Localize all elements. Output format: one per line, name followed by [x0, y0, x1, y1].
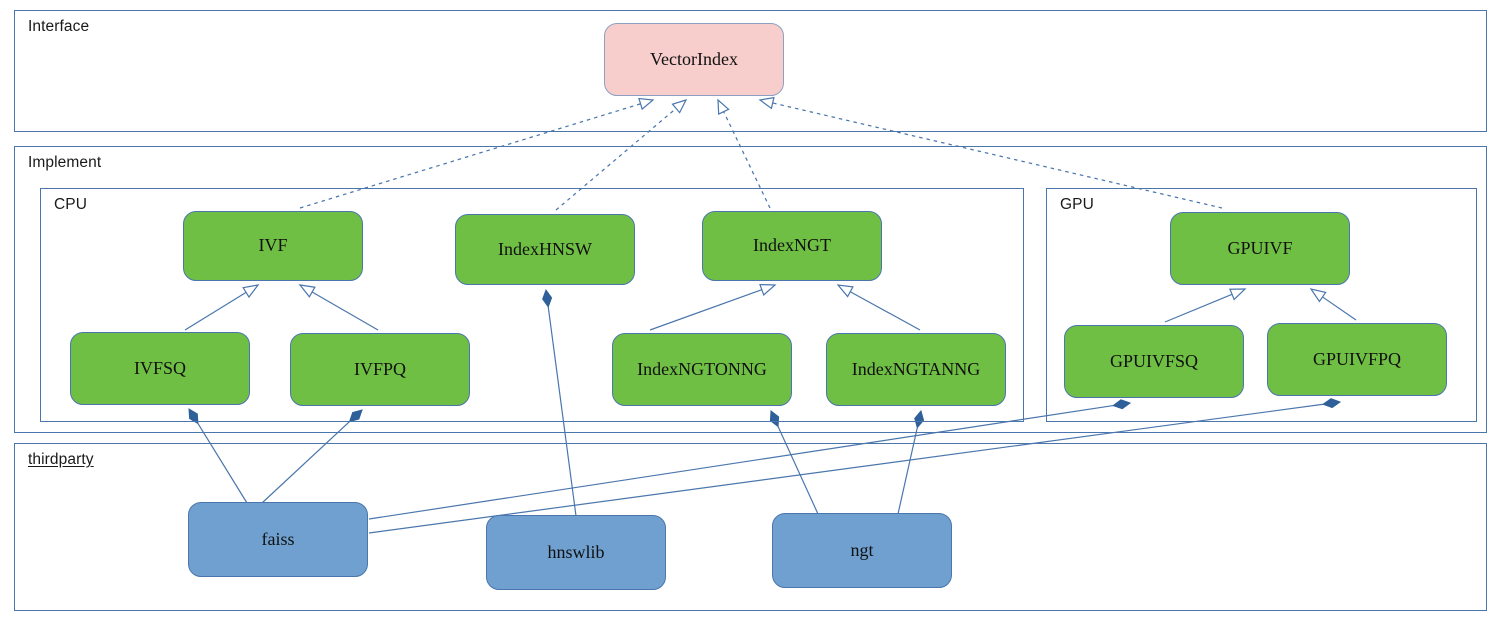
node-gpuivf[interactable]: GPUIVF: [1170, 212, 1350, 285]
group-label-interface: Interface: [28, 18, 90, 35]
group-interface: [14, 10, 1487, 132]
node-label: IVFPQ: [353, 358, 406, 379]
node-label: faiss: [261, 528, 295, 549]
group-label-thirdparty: thirdparty: [28, 451, 94, 468]
group-label-gpu: GPU: [1060, 196, 1094, 213]
node-gpuivfpq[interactable]: GPUIVFPQ: [1267, 323, 1447, 396]
group-label-implement: Implement: [28, 154, 102, 171]
node-label: IndexNGTANNG: [851, 358, 981, 379]
node-hnswlib[interactable]: hnswlib: [486, 515, 666, 590]
group-implement: [14, 146, 1487, 433]
node-label: IndexNGTONNG: [637, 358, 767, 379]
node-indexngtonng[interactable]: IndexNGTONNG: [612, 333, 792, 406]
group-thirdparty: [14, 443, 1487, 611]
node-label: hnswlib: [547, 541, 605, 562]
group-label-cpu: CPU: [54, 196, 88, 213]
group-gpu: [1046, 188, 1477, 422]
node-faiss[interactable]: faiss: [188, 502, 368, 577]
node-indexngt[interactable]: IndexNGT: [702, 211, 882, 281]
node-vectorindex[interactable]: VectorIndex: [604, 23, 784, 96]
node-label: IVFSQ: [133, 357, 186, 378]
node-label: GPUIVFSQ: [1109, 350, 1199, 371]
node-label: IVF: [258, 235, 288, 256]
node-ivf[interactable]: IVF: [183, 211, 363, 281]
node-label: GPUIVFPQ: [1312, 348, 1402, 369]
node-label: GPUIVF: [1227, 237, 1293, 258]
node-indexhnsw[interactable]: IndexHNSW: [455, 214, 635, 285]
node-ngt[interactable]: ngt: [772, 513, 952, 588]
node-ivfpq[interactable]: IVFPQ: [290, 333, 470, 406]
node-gpuivfsq[interactable]: GPUIVFSQ: [1064, 325, 1244, 398]
node-indexngtanng[interactable]: IndexNGTANNG: [826, 333, 1006, 406]
node-ivfsq[interactable]: IVFSQ: [70, 332, 250, 405]
group-cpu: [40, 188, 1024, 422]
node-label: IndexHNSW: [498, 238, 592, 259]
node-label: IndexNGT: [753, 235, 831, 256]
node-label: ngt: [850, 539, 874, 560]
node-label: VectorIndex: [650, 48, 738, 69]
